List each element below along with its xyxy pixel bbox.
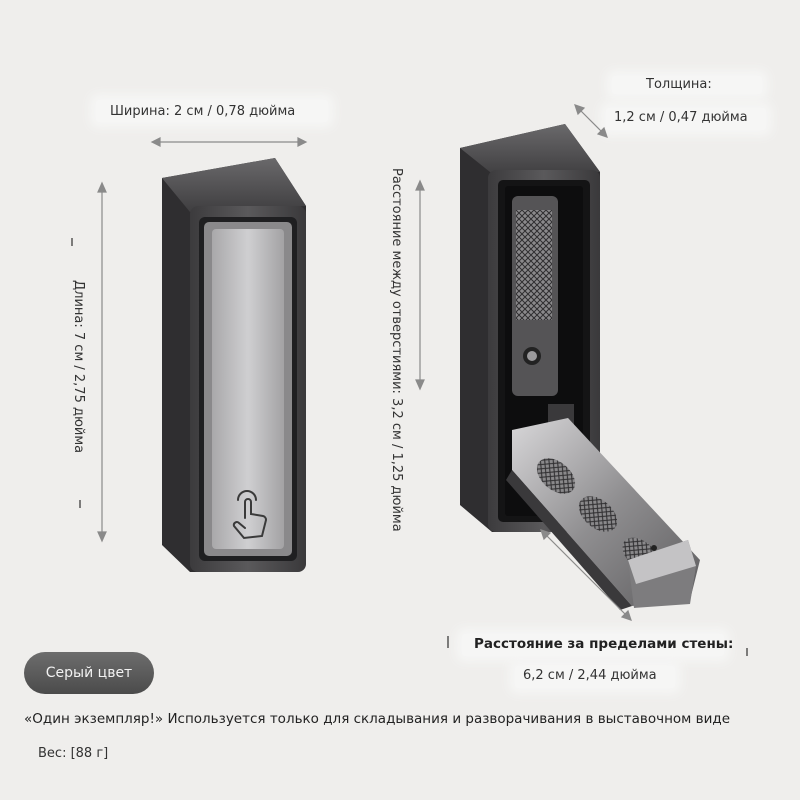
hole-distance-label: Расстояние между отверстиями: 3,2 см / 1… [389,168,404,532]
open-hook [460,124,700,610]
note-text: «Один экземпляр!» Используется только дл… [24,711,730,727]
bracket-marks [71,238,748,656]
thickness-value: 1,2 см / 0,47 дюйма [614,110,748,125]
closed-hook [162,158,306,572]
color-badge: Серый цвет [24,652,154,694]
out-of-wall-title: Расстояние за пределами стены: [474,636,734,652]
width-label: Ширина: 2 см / 0,78 дюйма [110,104,296,119]
out-of-wall-value: 6,2 см / 2,44 дюйма [523,668,657,683]
weight-text: Вес: [88 г] [38,746,109,761]
finger-press-icon [232,490,267,540]
thickness-title: Толщина: [646,77,712,92]
dimension-lines [97,104,632,621]
length-label: Длина: 7 см / 2,75 дюйма [71,280,86,454]
